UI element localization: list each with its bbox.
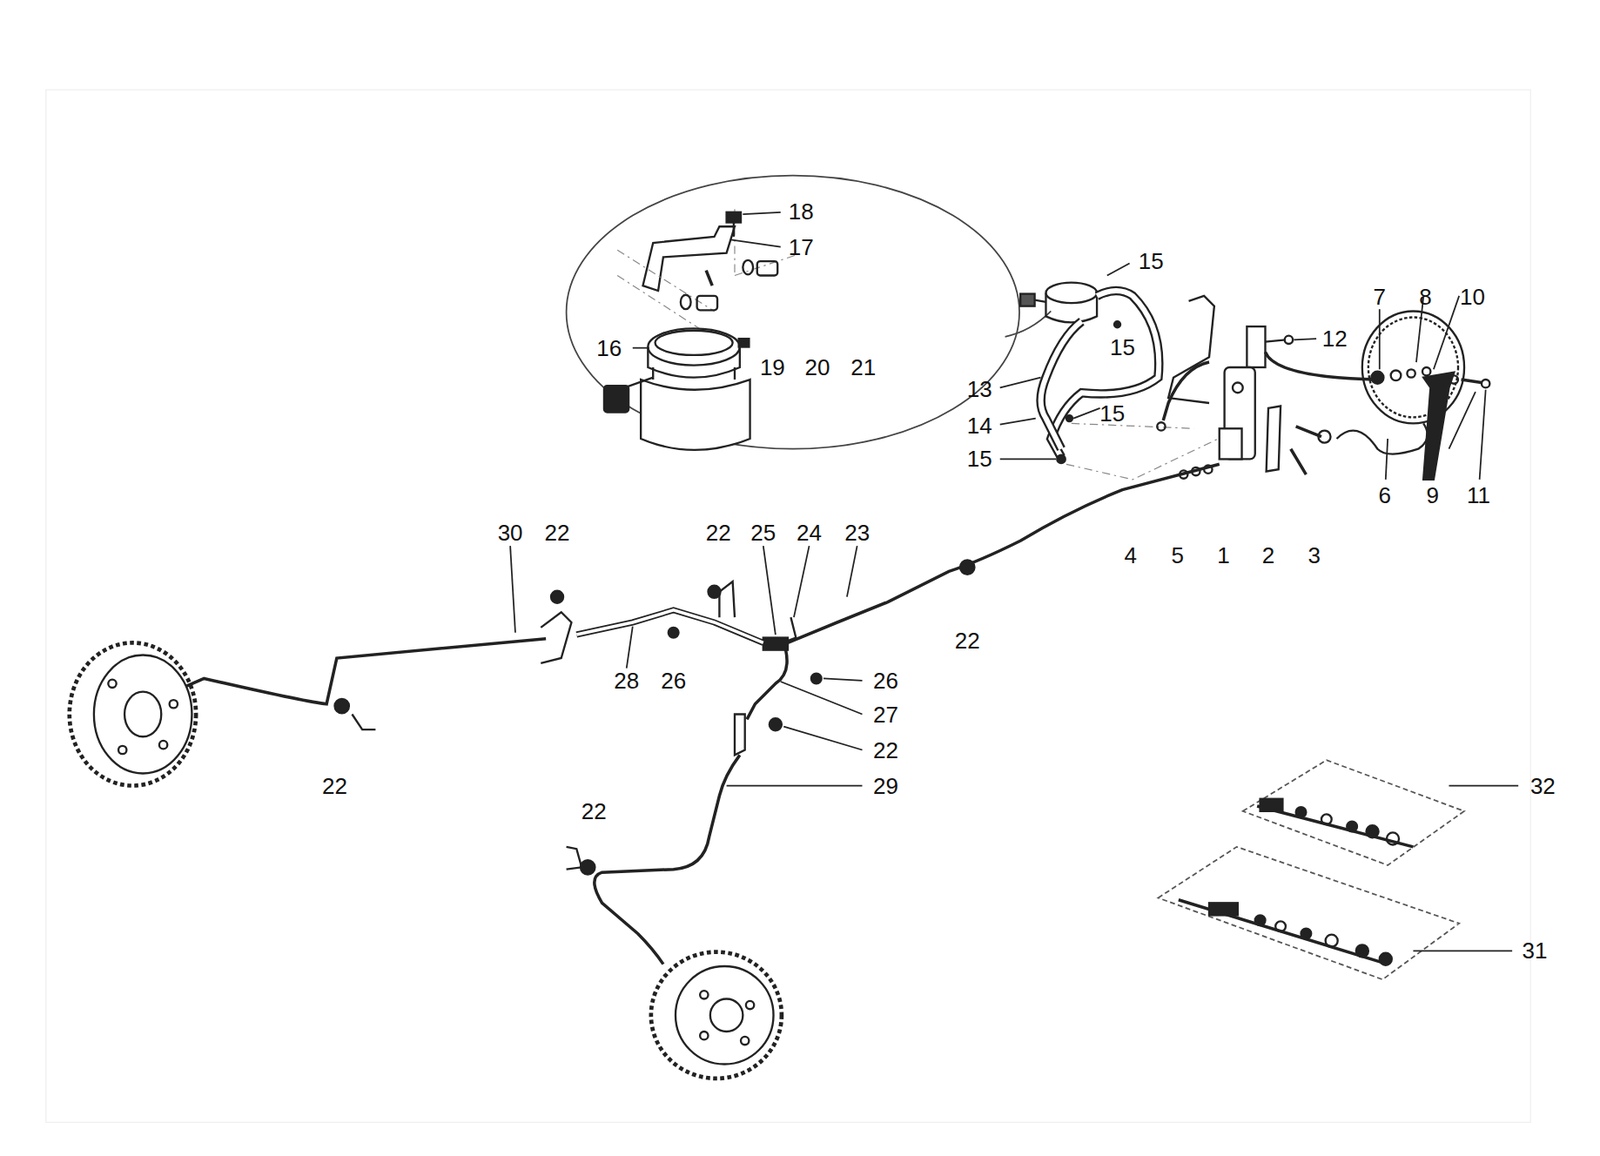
callout-number: 15 bbox=[967, 447, 993, 471]
callout-number: 11 bbox=[1466, 484, 1491, 507]
callout-number: 22 bbox=[873, 739, 899, 762]
callout-number: 23 bbox=[844, 521, 870, 545]
callout-number: 28 bbox=[613, 669, 639, 693]
callout-number: 22 bbox=[544, 521, 571, 545]
callout-number: 14 bbox=[967, 414, 993, 437]
callout-number: 22 bbox=[581, 800, 607, 823]
callout-number: 20 bbox=[804, 356, 830, 379]
callout-number: 6 bbox=[1378, 484, 1391, 507]
callout-number: 7 bbox=[1373, 285, 1386, 309]
callout-number: 17 bbox=[788, 235, 814, 259]
callout-number: 1 bbox=[1216, 544, 1230, 567]
callout-number: 24 bbox=[796, 521, 822, 545]
callout-number: 15 bbox=[1099, 402, 1125, 425]
callout-number: 26 bbox=[873, 669, 899, 693]
callout-number: 25 bbox=[750, 521, 776, 545]
callout-number: 13 bbox=[967, 377, 993, 401]
callout-number: 22 bbox=[322, 774, 348, 798]
callout-number: 5 bbox=[1170, 544, 1184, 567]
callout-number: 4 bbox=[1124, 544, 1137, 567]
callout-number: 19 bbox=[759, 356, 786, 379]
callout-number: 27 bbox=[873, 703, 899, 727]
callout-number: 9 bbox=[1426, 484, 1439, 507]
callout-number: 26 bbox=[660, 669, 686, 693]
callout-number: 10 bbox=[1459, 285, 1486, 309]
callout-number: 21 bbox=[850, 356, 876, 379]
callout-number: 2 bbox=[1262, 544, 1275, 567]
callout-number: 30 bbox=[497, 521, 524, 545]
callout-number: 32 bbox=[1530, 774, 1556, 798]
callout-number: 22 bbox=[705, 521, 732, 545]
callout-number: 31 bbox=[1522, 939, 1548, 962]
callout-number: 12 bbox=[1322, 327, 1348, 350]
callout-number: 15 bbox=[1109, 336, 1136, 359]
callout-number: 15 bbox=[1138, 249, 1164, 273]
callout-number: 8 bbox=[1418, 285, 1432, 309]
callout-number: 16 bbox=[596, 336, 622, 360]
callout-number: 3 bbox=[1308, 544, 1321, 567]
callout-number: 18 bbox=[788, 200, 814, 223]
callout-number: 29 bbox=[873, 774, 899, 798]
callout-number: 22 bbox=[954, 629, 981, 653]
